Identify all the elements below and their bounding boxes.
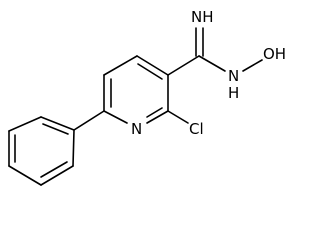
- imine-nh-label: NH: [191, 8, 214, 26]
- bond: [40, 165, 74, 186]
- bond: [103, 55, 138, 76]
- molecule-diagram: NH OH N H N Cl: [8, 8, 286, 186]
- bond: [242, 59, 263, 72]
- amide-n-label: N: [228, 67, 239, 85]
- bonds: [8, 27, 263, 186]
- bond: [40, 116, 75, 131]
- chlorine-label: Cl: [189, 120, 204, 138]
- bond: [167, 55, 200, 76]
- hydroxyl-oh-label: OH: [263, 45, 286, 63]
- bond: [136, 55, 169, 76]
- bond: [167, 110, 189, 124]
- amide-h-label: H: [228, 84, 239, 102]
- bond: [8, 116, 42, 132]
- bond: [146, 107, 163, 118]
- structure-canvas: NH OH N H N Cl: [8, 8, 286, 186]
- atom-labels: NH OH N H N Cl: [131, 8, 286, 138]
- bond: [103, 110, 128, 124]
- bond: [72, 129, 75, 167]
- bond: [73, 110, 105, 131]
- bond: [198, 55, 226, 72]
- bond: [146, 110, 169, 124]
- pyridine-n-label: N: [131, 120, 142, 138]
- bond: [40, 161, 68, 178]
- bond: [8, 165, 42, 186]
- bond: [137, 63, 163, 80]
- bond: [42, 123, 69, 135]
